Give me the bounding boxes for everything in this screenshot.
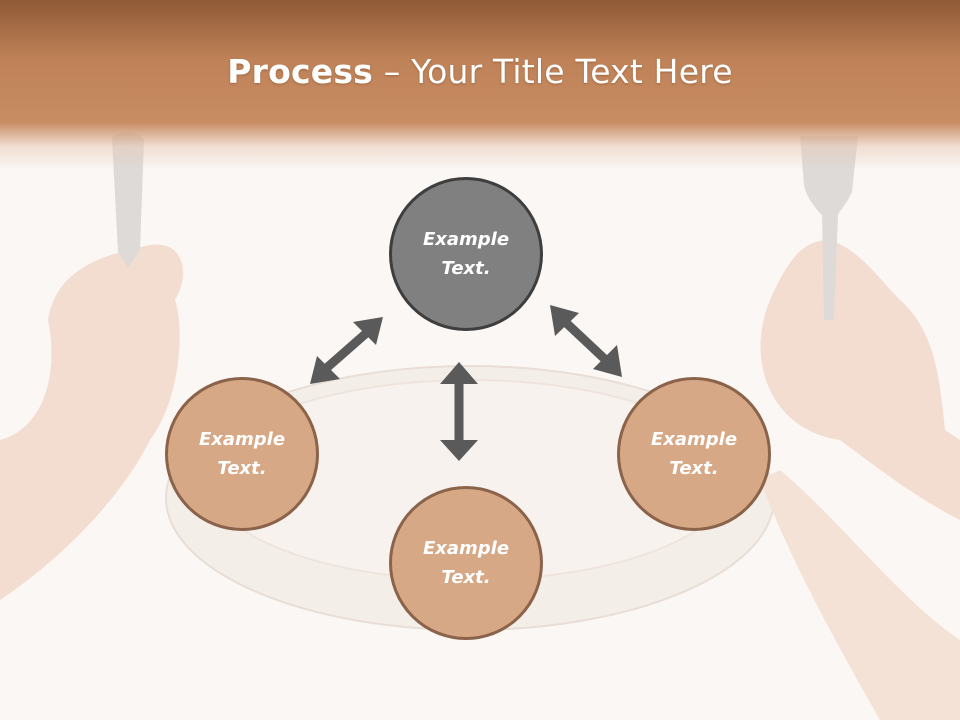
node-text: Example Text.	[650, 429, 738, 479]
double-arrow-icon	[310, 317, 383, 384]
process-node-top: Example Text.	[389, 177, 543, 331]
right-hand	[760, 240, 960, 520]
process-node-left: Example Text.	[165, 377, 319, 531]
title-bar	[0, 0, 960, 170]
title-bold: Process	[227, 52, 374, 91]
page-title: Process – Your Title Text Here	[0, 52, 960, 91]
node-text: Example Text.	[422, 538, 510, 588]
double-arrow-icon	[440, 362, 478, 461]
title-rest: – Your Title Text Here	[373, 52, 733, 91]
process-node-bottom: Example Text.	[389, 486, 543, 640]
right-fork	[800, 136, 858, 320]
right-forearm	[760, 470, 960, 720]
process-node-right: Example Text.	[617, 377, 771, 531]
node-text: Example Text.	[198, 429, 286, 479]
double-arrow-icon	[550, 305, 622, 377]
left-hand	[0, 244, 183, 601]
node-text: Example Text.	[422, 229, 510, 279]
